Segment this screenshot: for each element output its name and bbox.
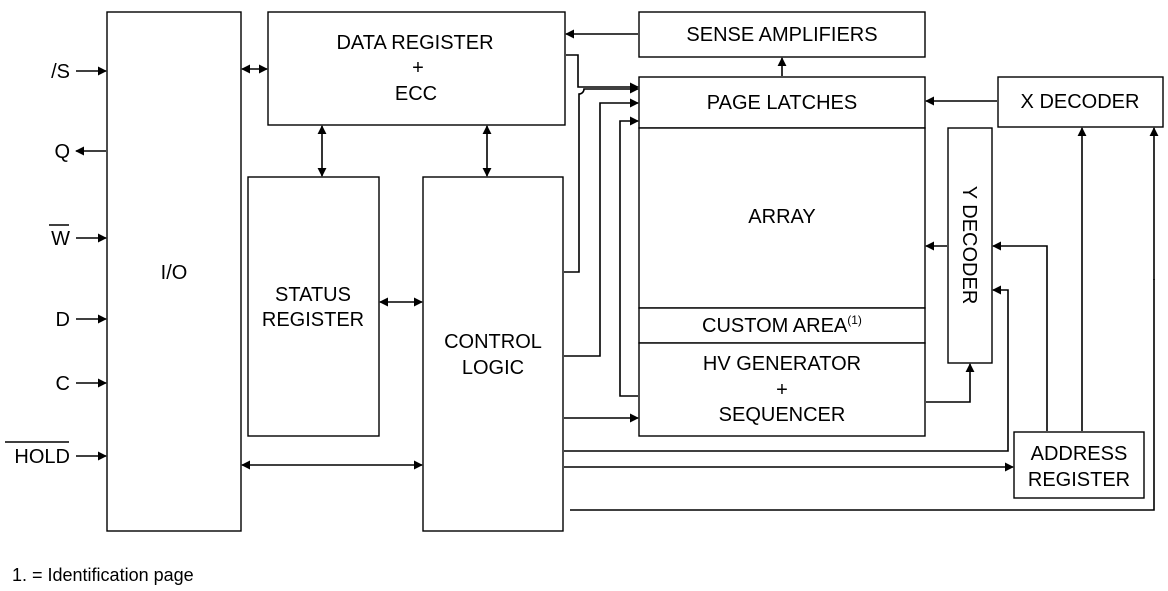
data-register-plus: + bbox=[412, 57, 424, 79]
status-register-block bbox=[247, 176, 380, 437]
control-logic-line2: LOGIC bbox=[462, 357, 524, 379]
hv-generator-line1: HV GENERATOR bbox=[703, 353, 861, 375]
status-register-line2: REGISTER bbox=[262, 309, 364, 331]
address-register-block bbox=[1013, 431, 1145, 499]
x-decoder-block bbox=[997, 76, 1164, 128]
sense-amplifiers-block bbox=[638, 11, 926, 58]
footnote: 1. = Identification page bbox=[12, 565, 194, 585]
pin-q-label: Q bbox=[54, 141, 70, 163]
block-diagram: I/O DATA REGISTER + ECC STATUS REGISTER … bbox=[5, 11, 1164, 532]
data-register-label: DATA REGISTER bbox=[336, 32, 493, 54]
status-register-line1: STATUS bbox=[275, 284, 351, 306]
hv-to-latches-link bbox=[619, 116, 639, 397]
data-to-latches-link bbox=[566, 54, 639, 92]
custom-area-footnote-ref: (1) bbox=[847, 313, 862, 327]
array-label: ARRAY bbox=[748, 206, 815, 228]
y-decoder-label: Y DECODER bbox=[958, 186, 980, 305]
control-logic-line1: CONTROL bbox=[444, 331, 542, 353]
hv-generator-block bbox=[638, 342, 926, 437]
hv-generator-plus: + bbox=[776, 379, 788, 401]
control-to-latches-link-2 bbox=[564, 98, 639, 357]
pin-w-label: W bbox=[51, 228, 70, 250]
array-block bbox=[638, 127, 926, 309]
pin-hold-label: HOLD bbox=[14, 446, 70, 468]
io-block bbox=[106, 11, 242, 532]
custom-area-label: CUSTOM AREA(1) bbox=[702, 313, 862, 337]
pin-s-label: /S bbox=[51, 61, 70, 83]
custom-area-block bbox=[638, 307, 926, 344]
data-register-block bbox=[267, 11, 566, 126]
address-register-line1: ADDRESS bbox=[1031, 443, 1128, 465]
io-label: I/O bbox=[161, 262, 188, 284]
x-decoder-label: X DECODER bbox=[1021, 91, 1140, 113]
address-to-ydecoder-link bbox=[992, 241, 1048, 431]
control-to-xdecoder-link bbox=[570, 279, 1155, 511]
control-to-ydecoder-link bbox=[564, 285, 1009, 452]
y-decoder-block bbox=[947, 127, 993, 364]
pin-c-label: C bbox=[56, 373, 70, 395]
hv-to-ydecoder-link bbox=[926, 363, 975, 403]
control-to-latches-link bbox=[564, 84, 639, 273]
control-logic-block bbox=[422, 176, 564, 532]
page-latches-block bbox=[638, 76, 926, 129]
address-register-line2: REGISTER bbox=[1028, 469, 1130, 491]
data-register-ecc: ECC bbox=[395, 83, 437, 105]
page-latches-label: PAGE LATCHES bbox=[707, 92, 857, 114]
hv-generator-line3: SEQUENCER bbox=[719, 404, 846, 426]
sense-amplifiers-label: SENSE AMPLIFIERS bbox=[686, 24, 877, 46]
pin-d-label: D bbox=[56, 309, 70, 331]
